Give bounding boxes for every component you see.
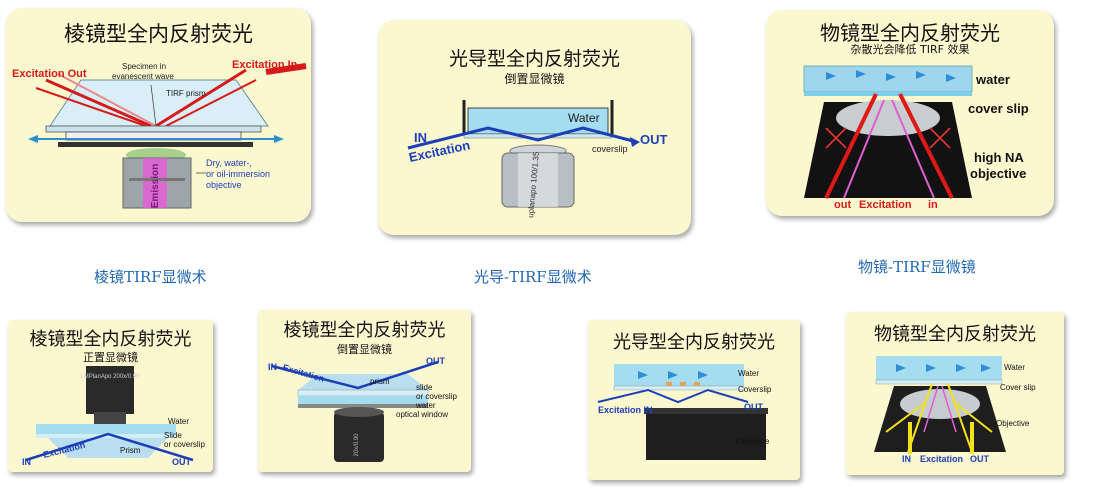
- panel-title: 物镜型全内反射荧光: [820, 21, 1000, 45]
- water-label: Water: [168, 417, 189, 426]
- in-label: IN: [414, 130, 427, 145]
- objective-label-2: or oil-immersion: [206, 169, 270, 179]
- objective-label-1: high NA: [974, 150, 1024, 165]
- prism-tirf-diagram: Emission Excitation Out Excitation In Sp…: [12, 59, 307, 209]
- panel-title: 光导型全内反射荧光: [613, 332, 775, 353]
- caption-objective-tirf: 物镜-TIRF显微镜: [858, 258, 976, 276]
- panel-objective-tirf: 物镜型全内反射荧光 杂散光会降低 TIRF 效果 water cover sli…: [766, 10, 1054, 216]
- panel-prism-inverted: 棱镜型全内反射荧光 倒置显微镜 20x/0.90 IN Excitation O…: [258, 310, 471, 472]
- caption-lightguide-tirf: 光导-TIRF显微术: [474, 268, 592, 286]
- in-label: IN: [22, 457, 31, 467]
- panel-title: 光导型全内反射荧光: [448, 48, 620, 70]
- water-label: Water: [568, 111, 600, 125]
- out-label: OUT: [172, 457, 192, 467]
- panel-title: 棱镜型全内反射荧光: [29, 329, 192, 350]
- panel-subtitle: 杂散光会降低 TIRF 效果: [850, 43, 970, 56]
- slide-label-1: Slide: [164, 431, 182, 440]
- evanescent-label: evanescent wave: [112, 72, 174, 81]
- objective-label: Objective: [996, 419, 1030, 428]
- lens-label: 20x/0.90: [354, 433, 360, 457]
- water-label: Water: [1004, 363, 1025, 372]
- panel-subtitle: 倒置显微镜: [337, 343, 392, 356]
- objective-label-1: Dry, water-,: [206, 158, 252, 168]
- panel-prism-tirf: 棱镜型全内反射荧光 Emission Excitation Out Excita…: [6, 8, 311, 222]
- panel-lightguide-objective: 光导型全内反射荧光 Water Coverslip Excitation IN …: [588, 320, 800, 480]
- excitation-in-label: Excitation In: [232, 59, 298, 71]
- water-label: water: [415, 401, 436, 410]
- objective-tirf-2-diagram: Water Cover slip Objective IN Excitation…: [874, 356, 1036, 464]
- objective-label: Objective: [736, 437, 770, 446]
- out-label: OUT: [640, 132, 668, 147]
- out-label: OUT: [426, 356, 446, 366]
- excitation-label: Excitation: [281, 362, 325, 383]
- excitation-out-label: Excitation Out: [12, 68, 87, 80]
- slide-label-2: or coverslip: [416, 392, 457, 401]
- slide-label-2: or coverslip: [164, 440, 205, 449]
- in-label: IN: [268, 362, 277, 372]
- prism-label: Prism: [120, 446, 141, 455]
- objective-label-2: objective: [970, 166, 1026, 181]
- panel-title: 棱镜型全内反射荧光: [64, 22, 253, 46]
- panel-subtitle: 倒置显微镜: [504, 72, 565, 86]
- slide-label-1: slide: [416, 383, 433, 392]
- water-label: water: [975, 72, 1010, 87]
- lens-label: LMPlanApo 200x/0.90: [80, 374, 140, 380]
- panel-subtitle: 正置显微镜: [83, 351, 138, 364]
- panel-lightguide-tirf: 光导型全内反射荧光 倒置显微镜 Water uplanapo 100/1.35 …: [378, 20, 691, 235]
- objective-tirf-diagram: water cover slip high NA objective out E…: [803, 65, 1029, 211]
- in-label: IN: [902, 454, 911, 464]
- excitation-label: Excitation: [859, 199, 912, 211]
- panel-prism-upright: 棱镜型全内反射荧光 正置显微镜 LMPlanApo 200x/0.90 Wate…: [8, 320, 213, 472]
- caption-prism-tirf: 棱镜TIRF显微术: [94, 268, 207, 286]
- objective-label-3: objective: [206, 180, 242, 190]
- coverslip-label: cover slip: [968, 101, 1029, 116]
- prism-upright-diagram: LMPlanApo 200x/0.90 Water Slide or cover…: [22, 366, 205, 467]
- panel-title: 物镜型全内反射荧光: [874, 324, 1036, 345]
- prism-label: prism: [370, 377, 390, 386]
- coverslip-label: Coverslip: [738, 385, 772, 394]
- excitation-in-label: Excitation IN: [598, 405, 653, 415]
- prism-inverted-diagram: 20x/0.90 IN Excitation OUT prism slide o…: [268, 356, 457, 462]
- emission-label: Emission: [150, 164, 161, 208]
- out-label: OUT: [744, 402, 764, 412]
- prism-label: TIRF prism: [166, 89, 206, 98]
- panel-objective-tirf-2: 物镜型全内反射荧光 Water Cover slip Objective IN …: [846, 312, 1064, 475]
- lightguide-objective-diagram: Water Coverslip Excitation IN OUT Object…: [597, 364, 772, 460]
- out-label: OUT: [970, 454, 990, 464]
- panel-title: 棱镜型全内反射荧光: [283, 320, 446, 341]
- in-label: in: [928, 199, 938, 211]
- coverslip-label: coverslip: [592, 144, 628, 154]
- excitation-label: Excitation: [920, 454, 963, 464]
- water-label: Water: [738, 369, 759, 378]
- lightguide-tirf-diagram: Water uplanapo 100/1.35 IN Excitation OU…: [408, 100, 668, 218]
- out-label: out: [834, 199, 851, 211]
- specimen-label: Specimen in: [122, 62, 166, 71]
- window-label: optical window: [396, 410, 448, 419]
- coverslip-label: Cover slip: [1000, 383, 1036, 392]
